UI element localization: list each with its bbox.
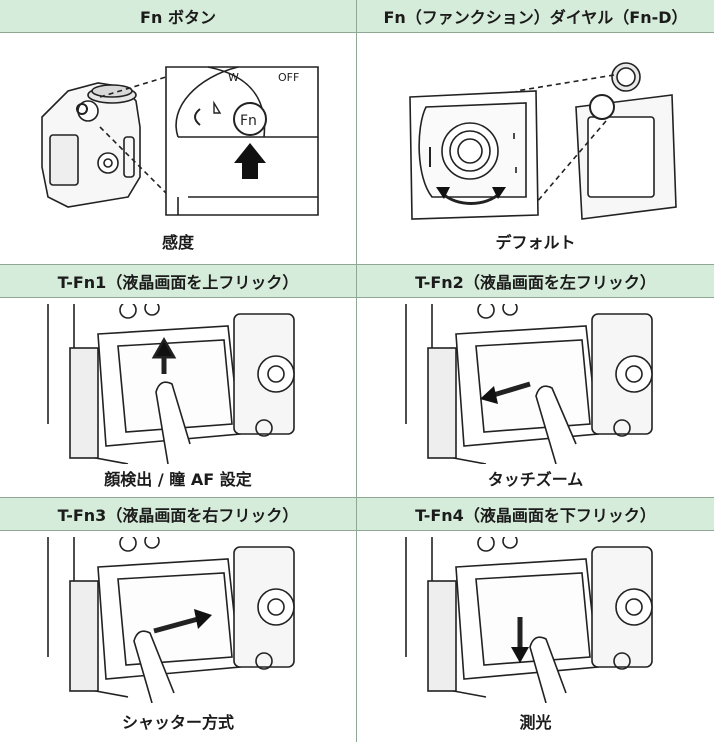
caption-t-fn2: タッチズーム [487,470,584,489]
cell-t-fn4: 測光 [357,531,714,742]
cell-fn-dial: デフォルト [357,33,714,265]
svg-text:W: W [228,71,239,84]
flick-left-illustration [404,304,653,464]
caption-fn-button: 感度 [161,233,194,252]
camera-top-fn-button-illustration: W OFF Fn [41,66,319,216]
cell-t-fn3: シャッター方式 [0,531,357,742]
caption-t-fn1: 顔検出 / 瞳 AF 設定 [104,470,252,489]
header-t-fn2: T-Fn2（液晶画面を左フリック） [357,265,714,298]
cell-t-fn2: タッチズーム [357,298,714,498]
flick-down-illustration [404,537,653,703]
cell-t-fn1: 顔検出 / 瞳 AF 設定 [0,298,357,498]
caption-fn-dial: デフォルト [495,233,576,252]
camera-front-fn-dial-illustration [408,62,677,220]
header-t-fn4: T-Fn4（液晶画面を下フリック） [357,498,714,531]
header-fn-dial: Fn（ファンクション）ダイヤル（Fn-D） [357,0,714,33]
cell-fn-button: W OFF Fn 感度 [0,33,357,265]
svg-text:OFF: OFF [278,71,299,84]
header-t-fn1: T-Fn1（液晶画面を上フリック） [0,265,357,298]
caption-t-fn4: 測光 [519,713,552,732]
header-t-fn3: T-Fn3（液晶画面を右フリック） [0,498,357,531]
fn-label-text: Fn [240,113,257,129]
caption-t-fn3: シャッター方式 [121,713,234,732]
header-fn-button: Fn ボタン [0,0,357,33]
flick-right-illustration [47,537,295,703]
flick-up-illustration [47,304,295,464]
